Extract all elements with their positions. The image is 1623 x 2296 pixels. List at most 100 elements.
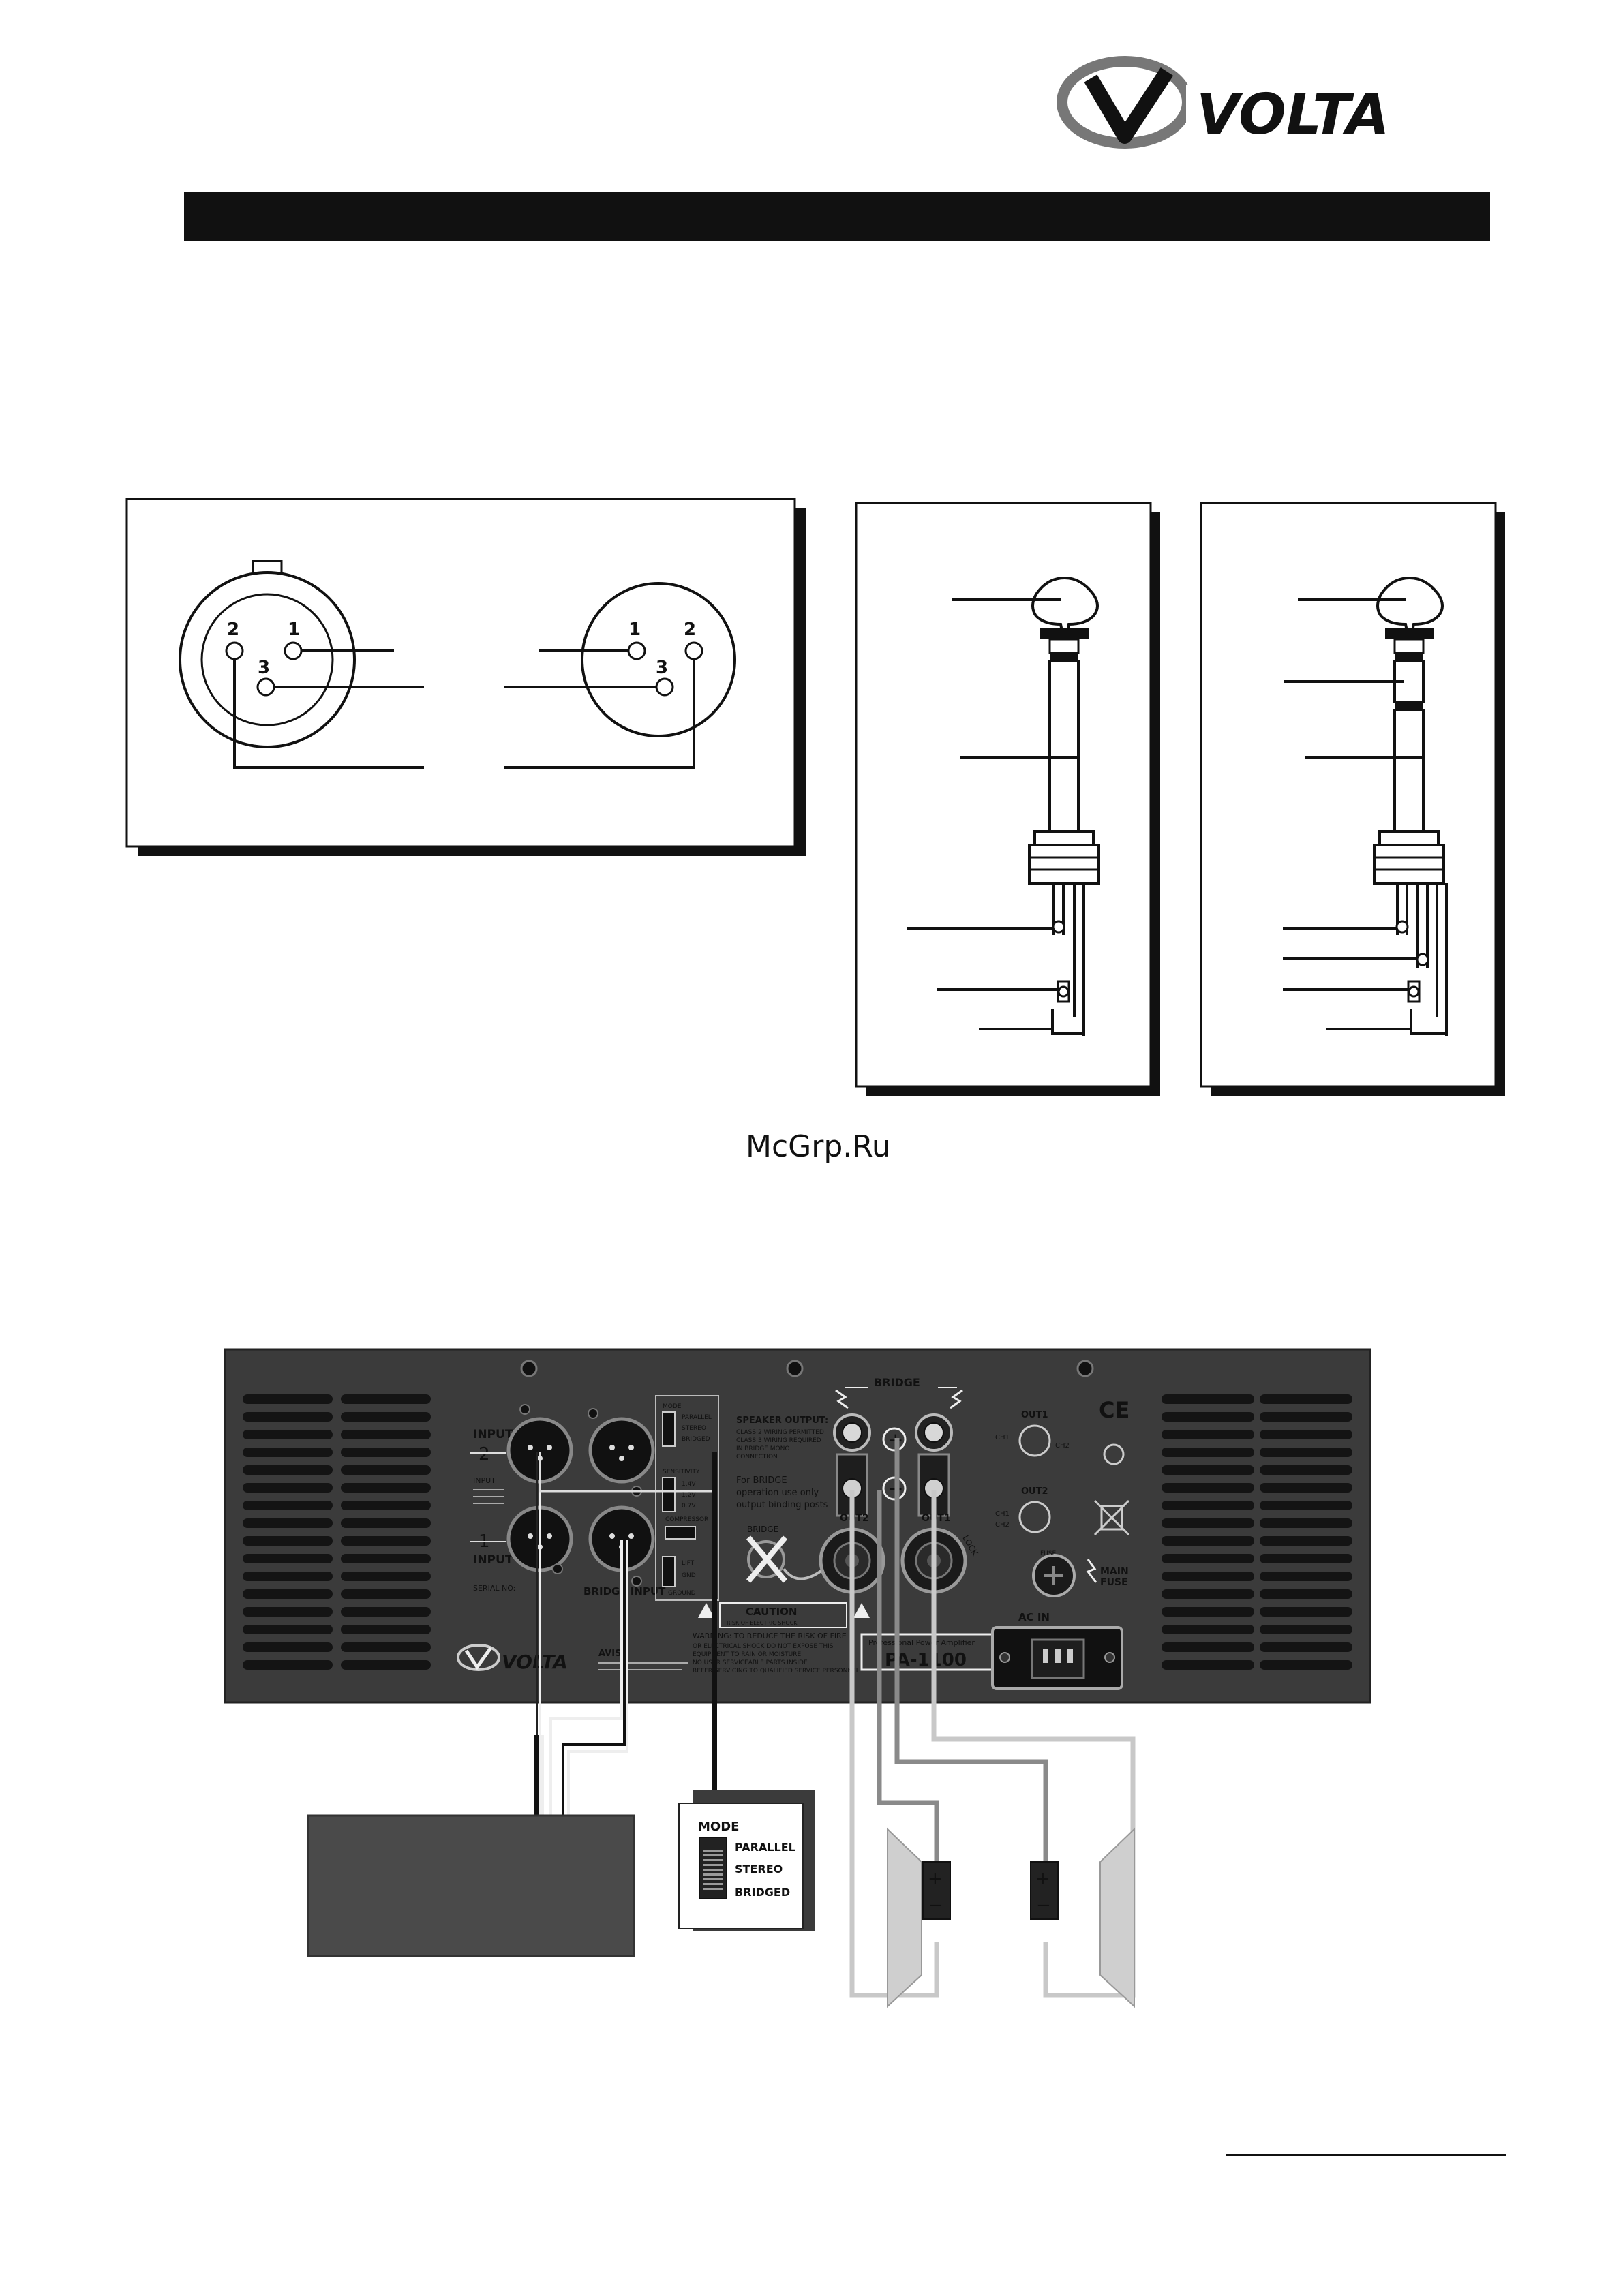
vent-slot [1162, 1518, 1254, 1528]
vent-slot [341, 1536, 431, 1546]
certification-icon [1103, 1443, 1125, 1465]
main-fuse-label: MAIN [1100, 1566, 1129, 1577]
vent-slot [341, 1394, 431, 1404]
switch-ridge [703, 1864, 723, 1866]
male-pin-3-label: 3 [258, 658, 270, 678]
vent-slot [243, 1642, 333, 1652]
vent-slot [341, 1448, 431, 1457]
vent-slot [1260, 1448, 1352, 1457]
vent-slot [243, 1501, 333, 1510]
vent-slot [1260, 1483, 1352, 1493]
vent-slot [1260, 1607, 1352, 1617]
vent-slot [1260, 1394, 1352, 1404]
vent-slot [1162, 1572, 1254, 1581]
sensitivity-option: 1.2V [682, 1492, 696, 1499]
lightning-icon [835, 1389, 849, 1409]
mode-option-stereo: STEREO [682, 1425, 706, 1432]
vent-slot [341, 1642, 431, 1652]
bridge-prohibited-icon: BRIDGE [746, 1525, 823, 1583]
vent-slot [341, 1660, 431, 1670]
vent-slot [1162, 1448, 1254, 1457]
speaker-right-plus: + [1035, 1869, 1050, 1889]
amplifier-rear-panel: INPUT 2 INPUT 1 INPUT SERIAL NO: [224, 1348, 1371, 1704]
bridge-symbol-label: BRIDGE [747, 1525, 778, 1534]
bridge-plus-icon [882, 1427, 907, 1452]
vent-slot [341, 1625, 431, 1634]
speaker-output-line: CLASS 3 WIRING REQUIRED [736, 1437, 821, 1444]
ground-switch[interactable] [662, 1556, 676, 1587]
sensitivity-title: SENSITIVITY [663, 1469, 700, 1475]
female-pin-3-label: 3 [656, 658, 668, 678]
vent-slot [1260, 1572, 1352, 1581]
vent-slot [1260, 1589, 1352, 1599]
main-fuse-label: FUSE [1100, 1577, 1128, 1588]
vent-slot [1162, 1625, 1254, 1634]
compressor-label: COMPRESSOR [665, 1516, 708, 1523]
panel-brand-wordmark: VOLTA [502, 1651, 568, 1673]
vent-slot [243, 1660, 333, 1670]
serial-label: SERIAL NO: [473, 1584, 515, 1593]
vent-slot [243, 1394, 333, 1404]
vent-slot [1260, 1501, 1352, 1510]
fuse-holder[interactable] [1032, 1554, 1076, 1597]
ac-inlet[interactable] [991, 1626, 1123, 1690]
speaker-left-minus: − [928, 1895, 943, 1916]
vent-grille-right [1260, 1394, 1352, 1670]
warning-line: REFER SERVICING TO QUALIFIED SERVICE PER… [693, 1668, 860, 1674]
stereo-jack-box [1200, 502, 1505, 1096]
speakon-pin-diagram-icon [1018, 1501, 1051, 1533]
speakon-pin-diagram-icon [1018, 1424, 1051, 1457]
vent-slot [243, 1465, 333, 1475]
vent-slot [243, 1518, 333, 1528]
ground-option-lift: LIFT [682, 1560, 695, 1567]
vent-grille-right [1162, 1394, 1254, 1670]
vent-slot [341, 1412, 431, 1422]
warning-line: WARNING: TO REDUCE THE RISK OF FIRE [693, 1632, 847, 1640]
vent-grille-left [341, 1394, 431, 1670]
speaker-left-plus: + [928, 1869, 943, 1889]
vent-slot [341, 1501, 431, 1510]
xlr-male-connector: 2 1 3 [179, 560, 424, 769]
speaker-output-line: IN BRIDGE MONO [736, 1445, 789, 1452]
vent-slot [243, 1430, 333, 1439]
ch1-label: CH1 [995, 1510, 1010, 1518]
vent-slot [1162, 1642, 1254, 1652]
compressor-switch[interactable] [665, 1526, 696, 1540]
xlr-input2-female-jack[interactable] [588, 1417, 655, 1484]
vent-slot [1162, 1536, 1254, 1546]
warning-triangle-icon [853, 1603, 870, 1618]
switch-ridge [703, 1878, 723, 1880]
input2-label: INPUT [473, 1428, 513, 1441]
switch-ridge [703, 1883, 723, 1885]
binding-post-right[interactable] [915, 1413, 953, 1517]
vent-slot [243, 1412, 333, 1422]
ground-label: GROUND [668, 1590, 696, 1597]
vent-slot [1162, 1589, 1254, 1599]
stereo-jack-plug [1283, 576, 1448, 1036]
vent-slot [1162, 1465, 1254, 1475]
screw-icon [786, 1360, 804, 1377]
switch-ridge [703, 1859, 723, 1861]
vent-slot [1162, 1430, 1254, 1439]
input-note: INPUT [473, 1476, 496, 1485]
vent-slot [1162, 1412, 1254, 1422]
lightning-icon [950, 1389, 963, 1409]
vent-grille-left [243, 1394, 333, 1670]
vent-slot [1260, 1642, 1352, 1652]
volta-logo: VOLTA [1057, 56, 1460, 149]
mode-switch-callout: MODE PARALLEL STEREO BRIDGED [678, 1790, 815, 1931]
bridge-top-label: BRIDGE [874, 1376, 920, 1389]
female-pin-2-label: 2 [684, 619, 696, 640]
ground-option-gnd: GND [682, 1572, 696, 1579]
vent-slot [1162, 1394, 1254, 1404]
xlr-connector-box: 2 1 3 1 2 3 [125, 498, 806, 856]
callout-option-stereo: STEREO [735, 1863, 783, 1876]
vent-slot [1260, 1518, 1352, 1528]
vent-slot [1260, 1554, 1352, 1563]
vent-slot [243, 1536, 333, 1546]
mode-switch[interactable] [662, 1411, 676, 1447]
vent-slot [1162, 1483, 1254, 1493]
sensitivity-option: 1.4V [682, 1481, 696, 1488]
sensitivity-switch[interactable] [662, 1477, 676, 1512]
warning-line: NO USER SERVICEABLE PARTS INSIDE [693, 1659, 808, 1666]
